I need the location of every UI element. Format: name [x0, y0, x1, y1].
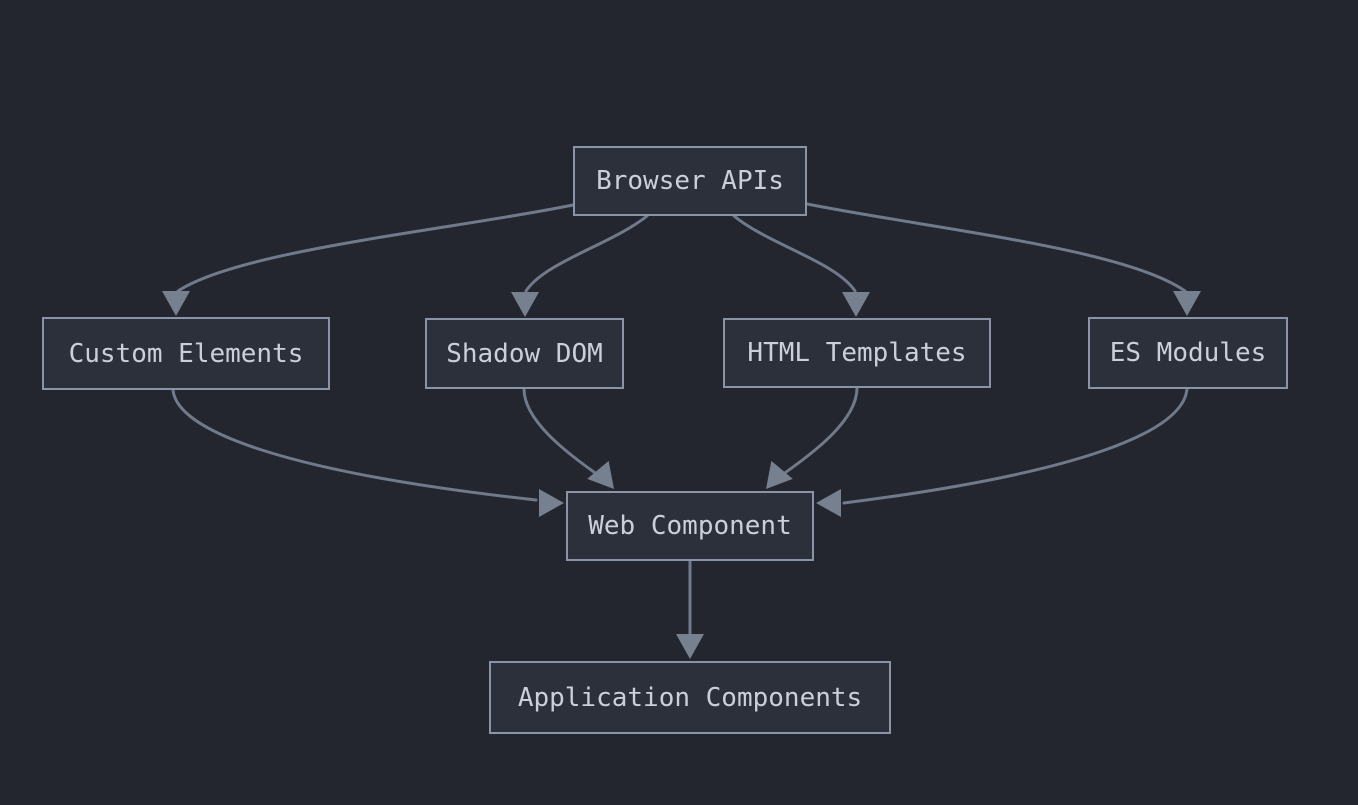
node-browser-apis: Browser APIs — [573, 146, 807, 216]
edge-browser-apis-to-shadow-dom — [511, 214, 649, 317]
node-label: HTML Templates — [747, 338, 967, 368]
arrowhead-left-icon — [816, 489, 841, 517]
edge-browser-apis-to-custom-elements — [162, 203, 575, 316]
node-label: Application Components — [517, 682, 863, 713]
edge-shadow-dom-to-web-component — [522, 387, 614, 489]
edge-web-component-to-application-components — [676, 559, 704, 659]
arrowhead-down-icon — [162, 291, 190, 316]
node-web-component: Web Component — [566, 491, 814, 561]
node-shadow-dom: Shadow DOM — [425, 318, 624, 389]
arrowhead-down-icon — [1173, 291, 1201, 316]
arrowhead-down-left-icon — [766, 460, 793, 489]
node-label: Browser APIs — [596, 166, 784, 196]
node-label: ES Modules — [1109, 338, 1267, 368]
edge-html-templates-to-web-component — [766, 386, 859, 489]
edge-custom-elements-to-web-component — [171, 388, 564, 517]
edge-es-modules-to-web-component — [816, 387, 1189, 517]
node-es-modules: ES Modules — [1088, 317, 1288, 389]
node-label: Custom Elements — [68, 338, 304, 369]
node-label: Web Component — [588, 511, 792, 541]
edge-browser-apis-to-es-modules — [805, 202, 1201, 316]
arrowhead-down-icon — [842, 292, 870, 317]
node-html-templates: HTML Templates — [723, 318, 991, 388]
edge-browser-apis-to-html-templates — [732, 214, 870, 317]
arrowhead-down-icon — [511, 292, 539, 317]
node-label: Shadow DOM — [446, 338, 603, 369]
arrowhead-down-icon — [676, 634, 704, 659]
arrowhead-right-icon — [539, 489, 564, 517]
arrowhead-down-right-icon — [587, 460, 614, 489]
node-custom-elements: Custom Elements — [42, 317, 330, 390]
node-application-components: Application Components — [489, 661, 891, 734]
